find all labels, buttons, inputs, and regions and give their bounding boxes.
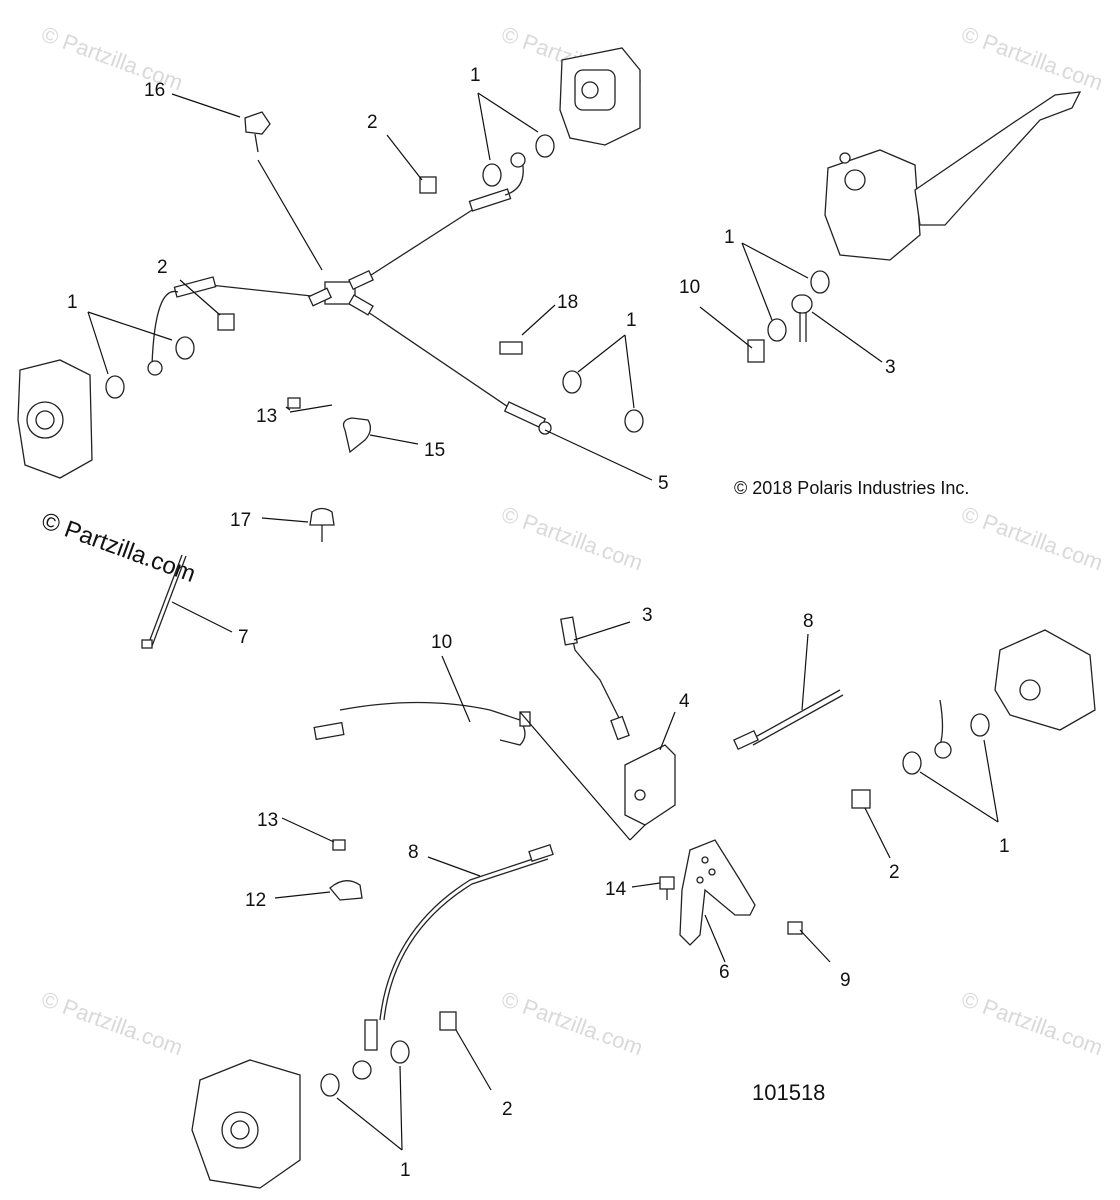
banjo-bolt (217, 313, 235, 331)
callout-label: 2 (157, 257, 168, 278)
callout-label: 13 (256, 406, 277, 427)
callout-label: 2 (502, 1099, 513, 1120)
brake-caliper-left (17, 359, 93, 479)
callout-label: 17 (230, 510, 251, 531)
callout-label: 13 (257, 810, 278, 831)
washer (105, 375, 125, 399)
brake-hose-fitting (468, 188, 512, 212)
sensor-switch (499, 341, 523, 355)
callout-label: 9 (840, 970, 851, 991)
callout-label: 8 (408, 842, 419, 863)
washer (482, 163, 502, 187)
washer (767, 318, 787, 342)
callout-label: 18 (557, 292, 578, 313)
watermark: © Partzilla.com (498, 986, 646, 1060)
clamp (329, 880, 363, 901)
callout-label: 1 (724, 227, 735, 248)
callout-label: 16 (144, 80, 165, 101)
brake-caliper-right (994, 629, 1096, 731)
callouts: 16 2 1 2 1 18 1 1 10 3 13 15 5 17 7 3 10… (67, 65, 1010, 1181)
screw (244, 111, 271, 135)
clip (309, 507, 335, 526)
lower-brake-assembly (191, 616, 1096, 1189)
callout-label: 1 (626, 310, 637, 331)
washer (970, 713, 990, 737)
callout-label: 5 (658, 473, 669, 494)
mounting-bracket (679, 839, 756, 946)
watermark: © Partzilla.com (498, 501, 646, 575)
tie-strap (141, 554, 187, 649)
callout-label: 6 (719, 962, 730, 983)
banjo-bolt (419, 176, 437, 194)
banjo-bolt (439, 1011, 457, 1031)
callout-label: 1 (470, 65, 481, 86)
brake-line (339, 701, 526, 746)
callout-label: 12 (245, 890, 266, 911)
screw (287, 397, 301, 409)
washer (390, 1040, 410, 1064)
upper-brake-line-assembly (147, 152, 552, 435)
brake-hose-end (791, 294, 813, 314)
leader-lines (87, 92, 999, 1151)
screw (332, 839, 346, 851)
callout-label: 7 (238, 627, 249, 648)
callout-label: 15 (424, 440, 445, 461)
banjo-bolt (747, 339, 765, 363)
copyright-notice: © 2018 Polaris Industries Inc. (734, 478, 969, 498)
washer (320, 1073, 340, 1097)
callout-label: 8 (803, 611, 814, 632)
watermark-main: © Partzilla.com (38, 507, 199, 588)
washer (562, 370, 582, 394)
washer (535, 134, 555, 158)
watermark: © Partzilla.com (958, 986, 1106, 1060)
washer (624, 409, 644, 433)
master-cylinder-lever (824, 91, 1082, 261)
upper-hardware (105, 111, 830, 542)
callout-label: 2 (889, 862, 900, 883)
callout-label: 1 (67, 292, 78, 313)
brake-caliper-top (559, 47, 641, 146)
watermark: © Partzilla.com (958, 501, 1106, 575)
screw (787, 921, 803, 935)
callout-label: 2 (367, 112, 378, 133)
callout-label: 3 (885, 357, 896, 378)
callout-label: 10 (431, 632, 452, 653)
watermark: © Partzilla.com (38, 986, 186, 1060)
callout-label: 1 (999, 836, 1010, 857)
washer (175, 336, 195, 360)
callout-label: 1 (400, 1160, 411, 1181)
watermark: © Partzilla.com (958, 21, 1106, 95)
callout-label: 3 (642, 605, 653, 626)
callout-label: 10 (679, 277, 700, 298)
washer (902, 751, 922, 775)
callout-label: 14 (605, 879, 627, 900)
brake-hose (749, 689, 841, 741)
brake-junction-block (624, 744, 676, 826)
banjo-bolt (851, 789, 871, 809)
washer (810, 270, 830, 294)
figure-number: 101518 (752, 1080, 825, 1105)
screw (659, 876, 675, 890)
clip (342, 417, 372, 454)
brake-hose (379, 854, 546, 1021)
callout-label: 4 (679, 691, 690, 712)
